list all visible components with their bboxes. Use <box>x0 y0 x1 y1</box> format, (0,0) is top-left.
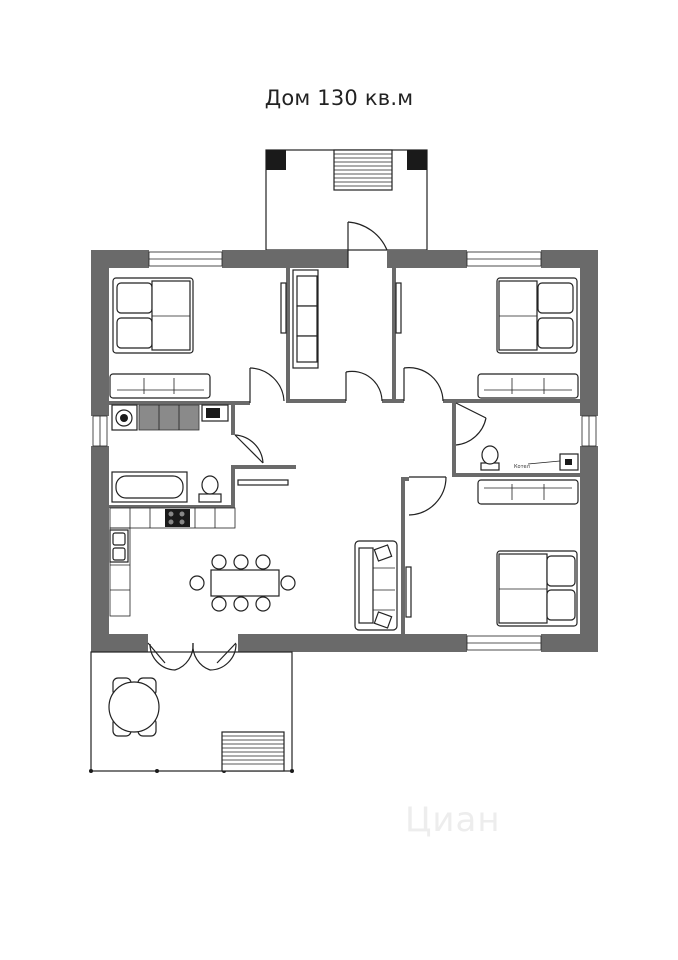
exterior-walls <box>91 250 598 652</box>
dining-table <box>189 554 296 612</box>
kitchen <box>109 507 236 617</box>
bath-sink <box>201 404 229 422</box>
bathroom <box>111 404 229 503</box>
bathtub <box>111 471 188 503</box>
left-bedroom <box>109 277 287 399</box>
terrace-steps <box>221 731 285 772</box>
interior-walls <box>109 268 580 634</box>
tv-right <box>395 282 402 334</box>
toilet-right <box>480 445 500 471</box>
double-bed-left <box>112 277 194 354</box>
windows <box>92 251 597 651</box>
wardrobe-three <box>477 479 579 505</box>
kitchen-counter-top <box>109 507 236 529</box>
double-bed-three <box>496 550 578 627</box>
right-bedroom <box>395 277 579 399</box>
wc-boiler: Котел <box>480 445 579 471</box>
boiler-label: Котел <box>514 464 530 470</box>
plan-title: Дом 130 кв.м <box>264 86 414 110</box>
bath-cabinet <box>138 404 200 431</box>
rear-terrace <box>89 651 294 773</box>
front-porch <box>265 149 428 251</box>
watermark: Циан <box>405 800 501 840</box>
closet <box>292 269 319 369</box>
tv-left <box>280 282 287 334</box>
tv-living <box>405 566 412 618</box>
toilet-bath <box>198 475 222 503</box>
washing-machine <box>111 404 138 431</box>
double-bed-right <box>496 277 578 354</box>
kitchen-sink <box>109 529 129 563</box>
porch-steps <box>333 149 393 191</box>
wardrobe-right <box>477 373 579 399</box>
cooktop <box>165 509 190 527</box>
porch-column-left <box>266 150 286 170</box>
living-sofa <box>354 540 398 631</box>
wardrobe-left <box>109 373 211 399</box>
doors <box>147 221 487 671</box>
porch-column-right <box>407 150 427 170</box>
bedroom-three <box>477 479 579 627</box>
kitchen-counter-side <box>109 527 131 617</box>
terrace-table <box>108 677 160 737</box>
